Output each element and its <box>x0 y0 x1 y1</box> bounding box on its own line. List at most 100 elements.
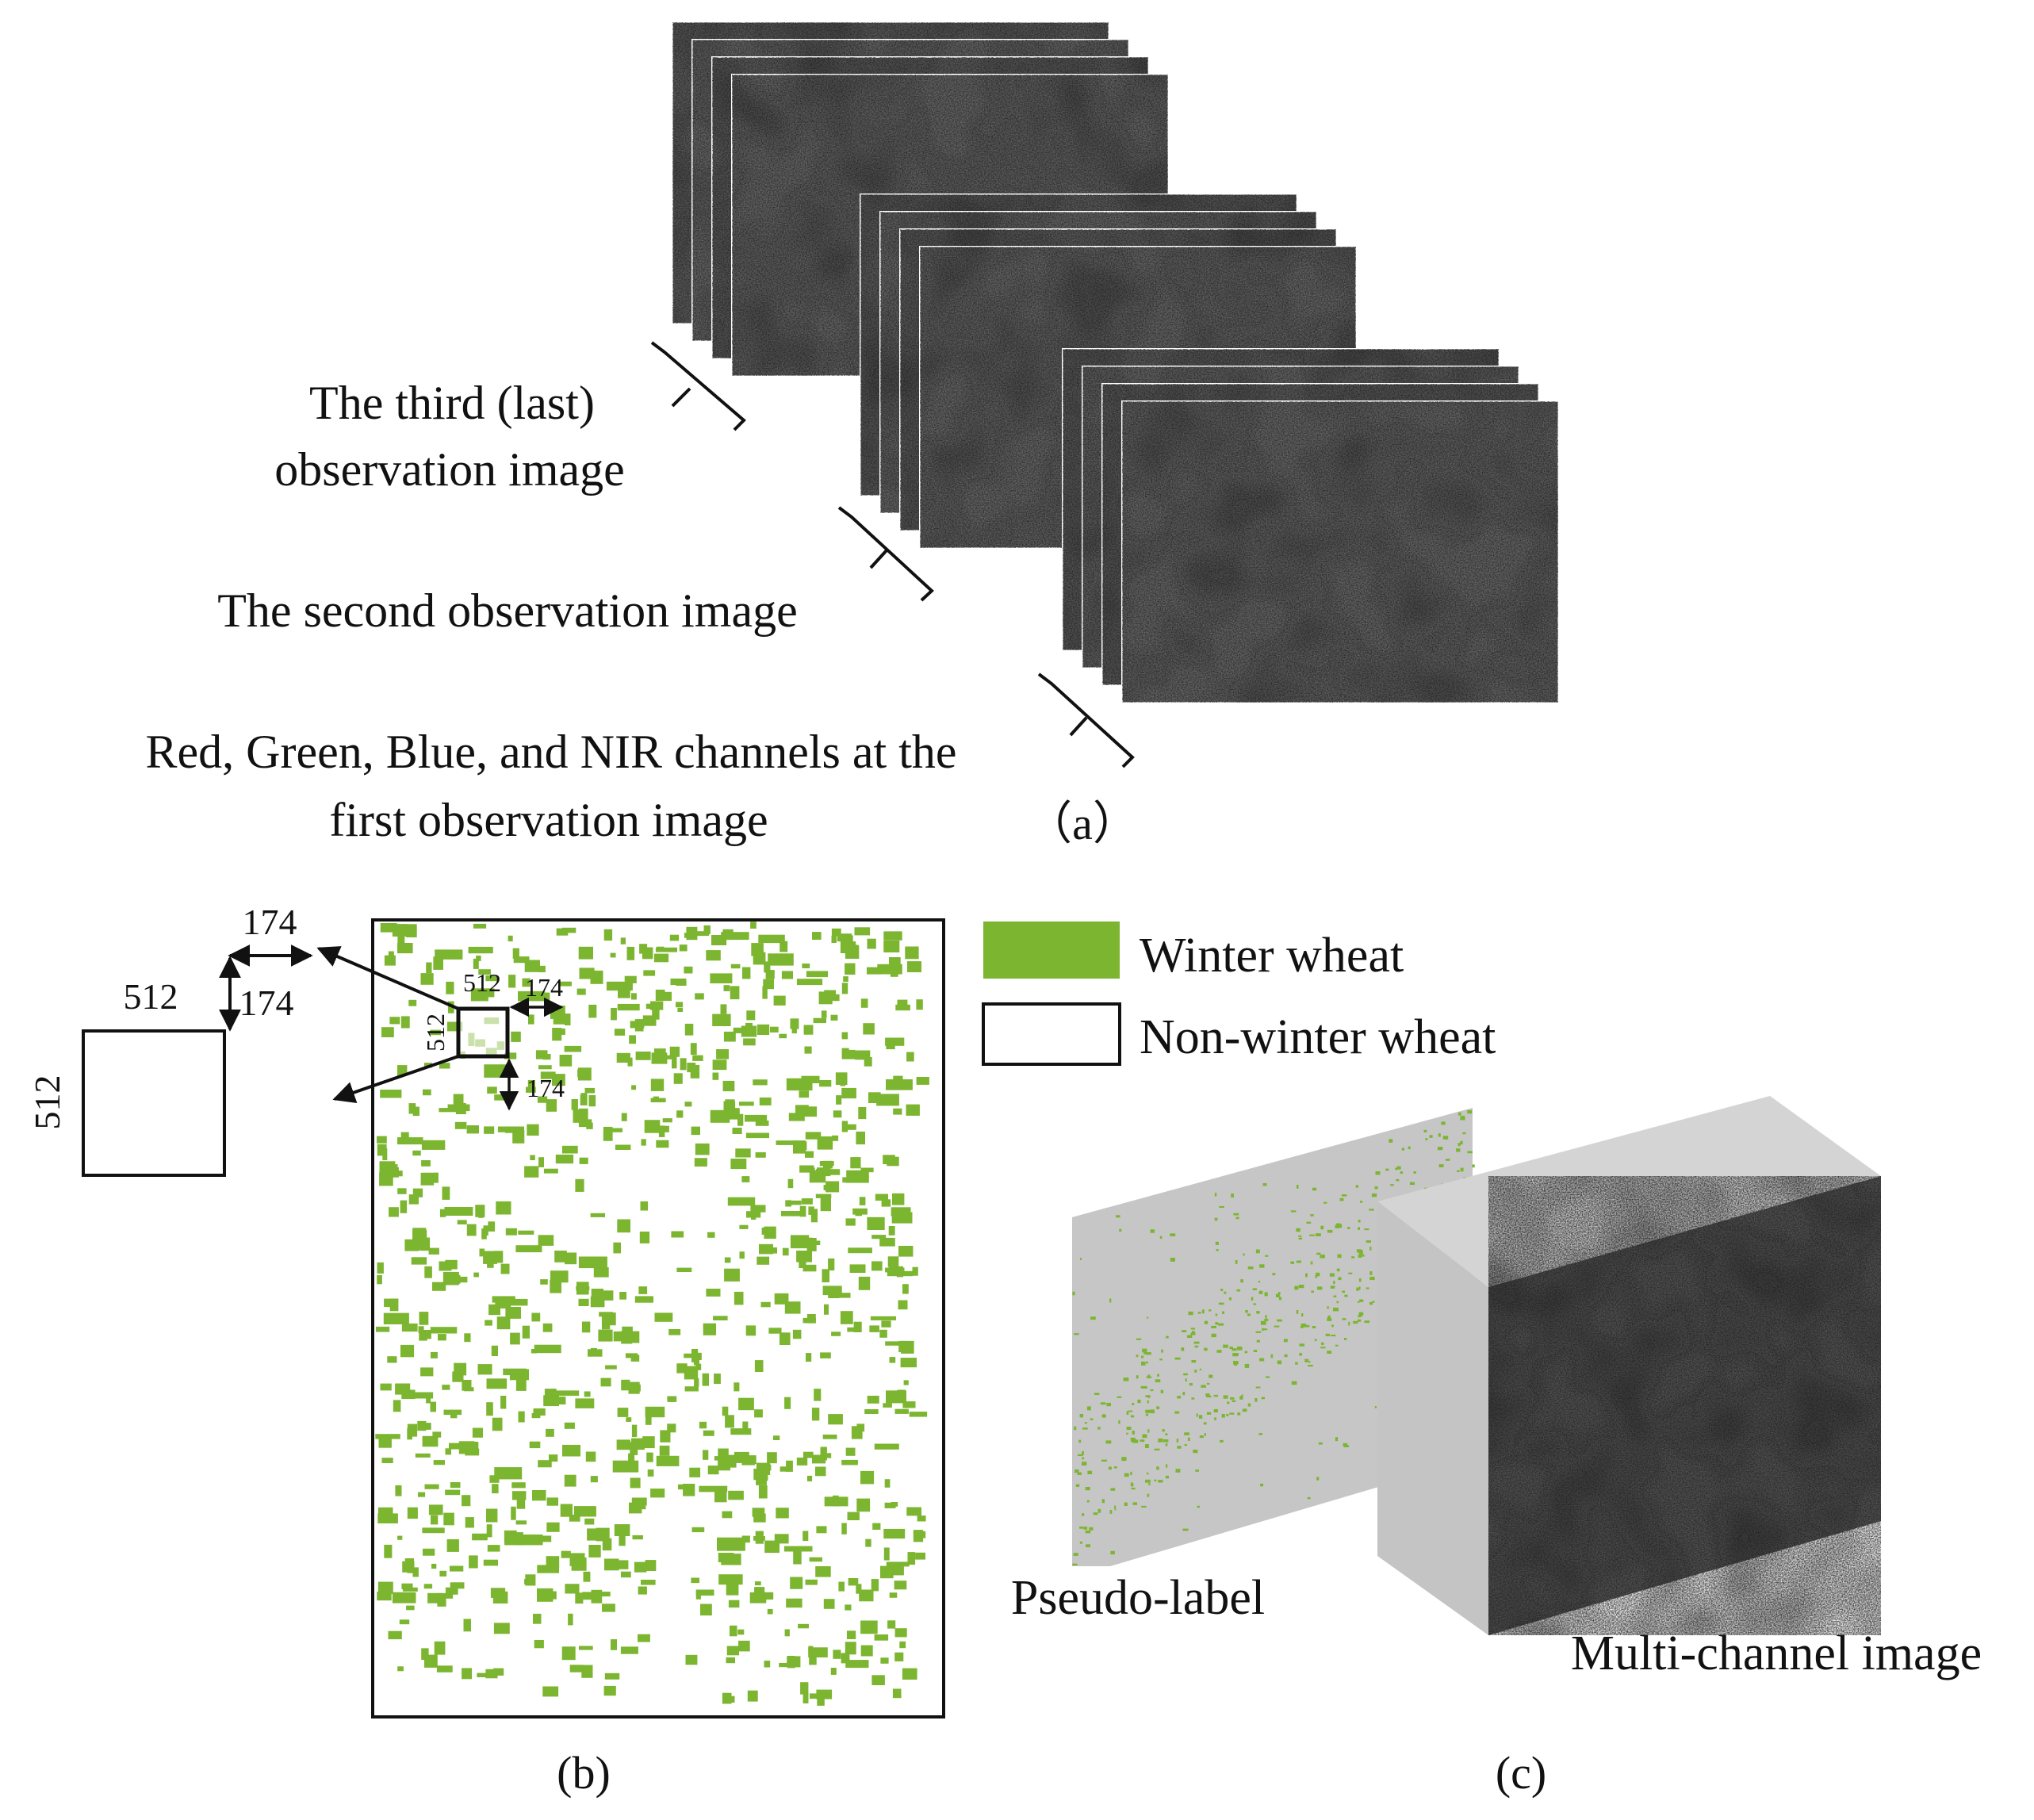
wheat-cell <box>500 1263 510 1274</box>
wheat-cell <box>603 1685 616 1696</box>
wheat-cell <box>870 1316 896 1320</box>
wheat-cell <box>780 1332 791 1345</box>
wheat-cell <box>442 1186 450 1200</box>
wheat-cell <box>916 999 923 1010</box>
wheat-cell <box>569 1665 584 1672</box>
pseudo-label-pixel <box>1265 1315 1267 1319</box>
pseudo-label-pixel <box>1231 1194 1234 1197</box>
wheat-cell <box>898 1246 914 1257</box>
window-height-label: 512 <box>421 1013 450 1052</box>
wheat-cell <box>436 1665 453 1672</box>
wheat-cell <box>650 1001 664 1010</box>
pseudo-label-pixel <box>1165 1475 1169 1479</box>
pseudo-label-pixel <box>1255 1386 1261 1389</box>
wheat-cell <box>421 1160 431 1167</box>
wheat-cell <box>407 1507 418 1519</box>
wheat-cell <box>831 935 837 943</box>
pseudo-label-pixel <box>1206 1412 1212 1415</box>
wheat-cell <box>805 1579 818 1585</box>
wheat-cell <box>615 1144 631 1150</box>
pseudo-label-pixel <box>1242 1408 1247 1412</box>
pseudo-label-pixel <box>1317 1286 1323 1290</box>
wheat-cell <box>864 1057 872 1067</box>
wheat-cell <box>691 1577 699 1584</box>
wheat-cell <box>832 1135 839 1141</box>
wheat-cell <box>378 1435 392 1448</box>
wheat-cell <box>591 1589 603 1604</box>
wheat-cell <box>492 1417 503 1431</box>
wheat-cell <box>581 1321 591 1333</box>
wheat-cell <box>886 1390 906 1404</box>
wheat-cell <box>707 1466 719 1475</box>
pseudo-label-pixel <box>1229 1412 1235 1415</box>
pseudo-label-pixel <box>1201 1385 1206 1388</box>
wheat-cell <box>854 927 871 936</box>
wheat-cell <box>824 1304 829 1315</box>
wheat-cell <box>669 934 680 941</box>
pseudo-label-pixel <box>1247 1403 1251 1407</box>
wheat-cell <box>780 1211 802 1217</box>
wheat-cell <box>653 1048 666 1056</box>
wheat-cell <box>446 981 454 994</box>
wheat-cell <box>408 999 417 1006</box>
wheat-cell <box>820 1352 831 1358</box>
pseudo-label-pixel <box>1147 1396 1151 1399</box>
pseudo-label-pixel <box>1272 1273 1276 1276</box>
wheat-cell <box>679 944 688 952</box>
wheat-cell <box>733 1027 746 1033</box>
wheat-cell <box>645 1560 657 1571</box>
wheat-cell <box>581 1665 593 1678</box>
wheat-cell <box>835 1072 848 1085</box>
wheat-cell <box>422 1435 439 1447</box>
pseudo-label-pixel <box>1196 1413 1198 1417</box>
wheat-cell <box>486 1524 492 1538</box>
wheat-cell <box>874 1443 899 1450</box>
wheat-cell <box>703 925 711 934</box>
wheat-cell <box>642 947 653 960</box>
wheat-cell <box>750 1205 766 1213</box>
wheat-cell <box>631 1424 638 1438</box>
wheat-cell <box>614 1029 626 1036</box>
wheat-cell <box>473 1272 479 1278</box>
pseudo-label-pixel <box>1396 1166 1401 1170</box>
pseudo-label-pixel <box>1277 1360 1282 1365</box>
pseudo-label-pixel <box>1237 1412 1241 1416</box>
wheat-cell <box>512 1129 525 1144</box>
pseudo-label-pixel <box>1298 1285 1304 1289</box>
wheat-cell <box>590 1476 598 1483</box>
wheat-cell <box>417 1420 427 1431</box>
wheat-cell <box>565 1013 571 1025</box>
pseudo-label-pixel <box>1192 1331 1195 1333</box>
wheat-cell <box>722 1695 735 1703</box>
box-front-shading <box>1488 1176 1881 1635</box>
wheat-cell <box>561 1550 571 1558</box>
wheat-cell <box>537 1096 548 1103</box>
wheat-cell <box>833 1495 839 1507</box>
wheat-cell <box>473 923 487 929</box>
wheat-cell <box>710 1109 730 1123</box>
wheat-cell <box>876 1094 899 1106</box>
pseudo-label-pixel <box>1260 1483 1263 1487</box>
wheat-cell <box>690 1064 700 1079</box>
pseudo-label-pixel <box>1316 1272 1320 1277</box>
pseudo-label-pixel <box>1425 1138 1428 1140</box>
pseudo-label-pixel <box>1358 1301 1360 1303</box>
pseudo-label-pixel <box>1174 1357 1181 1360</box>
pseudo-label-pixel <box>1266 1376 1270 1378</box>
wheat-cell <box>574 1506 596 1517</box>
pseudo-label-pixel <box>1309 1234 1315 1236</box>
pseudo-label-pixel <box>1147 1316 1149 1319</box>
pseudo-label-pixel <box>1080 1258 1082 1260</box>
wheat-cell <box>894 1408 909 1414</box>
wheat-cell <box>616 1439 630 1450</box>
wheat-cell <box>718 1574 743 1585</box>
wheat-cell <box>432 1282 446 1291</box>
wheat-cell <box>619 1535 626 1546</box>
pseudo-label-pixel <box>1261 1397 1265 1400</box>
wheat-cell <box>793 1550 802 1565</box>
pseudo-label-pixel <box>1296 1228 1300 1232</box>
pseudo-label-pixel <box>1359 1201 1363 1203</box>
pseudo-label-pixel <box>1184 1432 1189 1435</box>
wheat-cell <box>776 1508 789 1519</box>
